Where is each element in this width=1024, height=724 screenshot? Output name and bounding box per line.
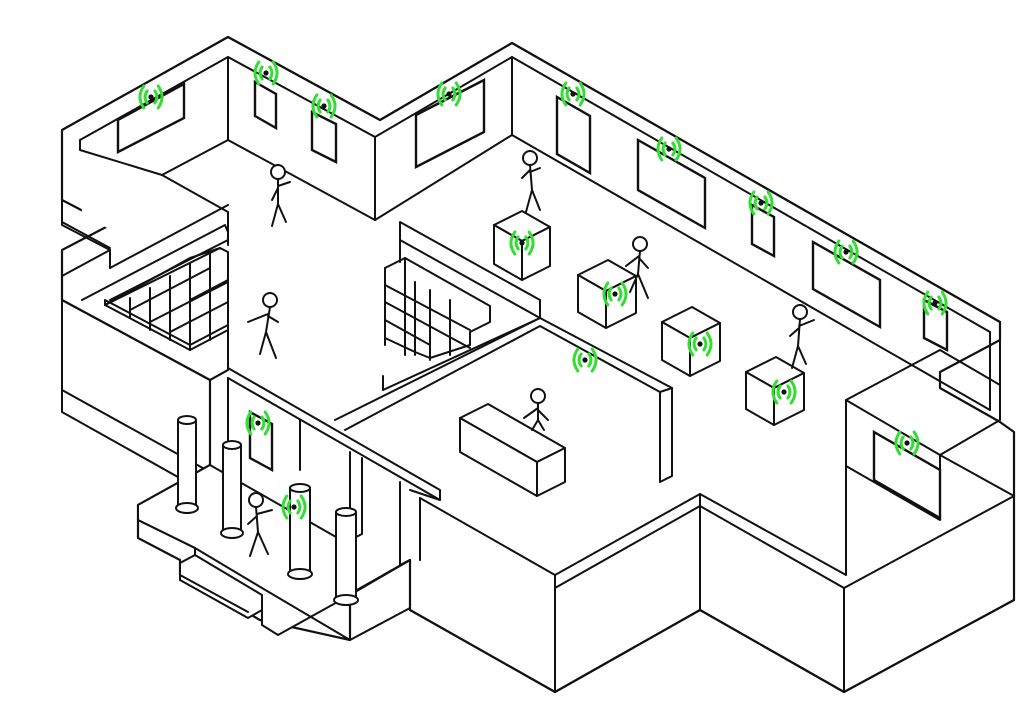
visitors xyxy=(247,150,815,557)
wireless-beacon-icon xyxy=(572,347,598,373)
shelving-center xyxy=(384,257,491,361)
person-figure-icon xyxy=(247,492,273,557)
painting-panel xyxy=(253,79,278,131)
painting-panel xyxy=(310,110,338,164)
wireless-beacon-icon xyxy=(894,430,920,456)
pedestal xyxy=(745,356,805,426)
painting-panel xyxy=(750,202,776,259)
wall-outlines xyxy=(61,36,1015,693)
wireless-beacon-icon xyxy=(771,379,797,405)
wireless-beacon-icon xyxy=(509,230,535,256)
display-pedestals xyxy=(493,210,805,426)
pedestal xyxy=(577,259,637,329)
pillar xyxy=(220,440,244,539)
entrance-pillars xyxy=(175,415,359,606)
wireless-beacon-icon xyxy=(833,239,859,265)
wireless-beacon-icon xyxy=(602,281,628,307)
reception-desk xyxy=(459,403,566,497)
person-figure-icon xyxy=(521,150,541,213)
wireless-beacon-icon xyxy=(311,93,337,119)
pillar xyxy=(333,507,359,606)
wireless-beacon-icon xyxy=(253,60,279,86)
wireless-beacon-icon xyxy=(748,190,774,216)
wireless-beacon-icon xyxy=(656,136,682,162)
person-figure-icon xyxy=(789,304,815,369)
wireless-beacon-icon xyxy=(436,81,462,107)
person-figure-icon xyxy=(270,164,291,227)
wireless-beacon-icon xyxy=(560,81,586,107)
wireless-beacon-icon xyxy=(245,410,271,436)
painting-panel xyxy=(811,239,882,330)
person-figure-icon xyxy=(523,388,549,431)
wall-panels xyxy=(116,78,949,521)
wireless-beacon-icon xyxy=(138,84,164,110)
person-figure-icon xyxy=(247,292,279,359)
wireless-beacon-icon xyxy=(922,290,948,316)
pillar xyxy=(175,415,199,514)
painting-panel xyxy=(555,94,592,176)
wireless-beacons xyxy=(138,60,948,520)
person-figure-icon xyxy=(625,236,649,299)
shelving-left xyxy=(104,247,229,351)
painting-panel xyxy=(636,137,707,231)
wireless-beacon-icon xyxy=(687,331,713,357)
wireless-beacon-icon xyxy=(281,494,307,520)
painting-panel xyxy=(872,429,942,521)
pillar xyxy=(287,483,313,580)
